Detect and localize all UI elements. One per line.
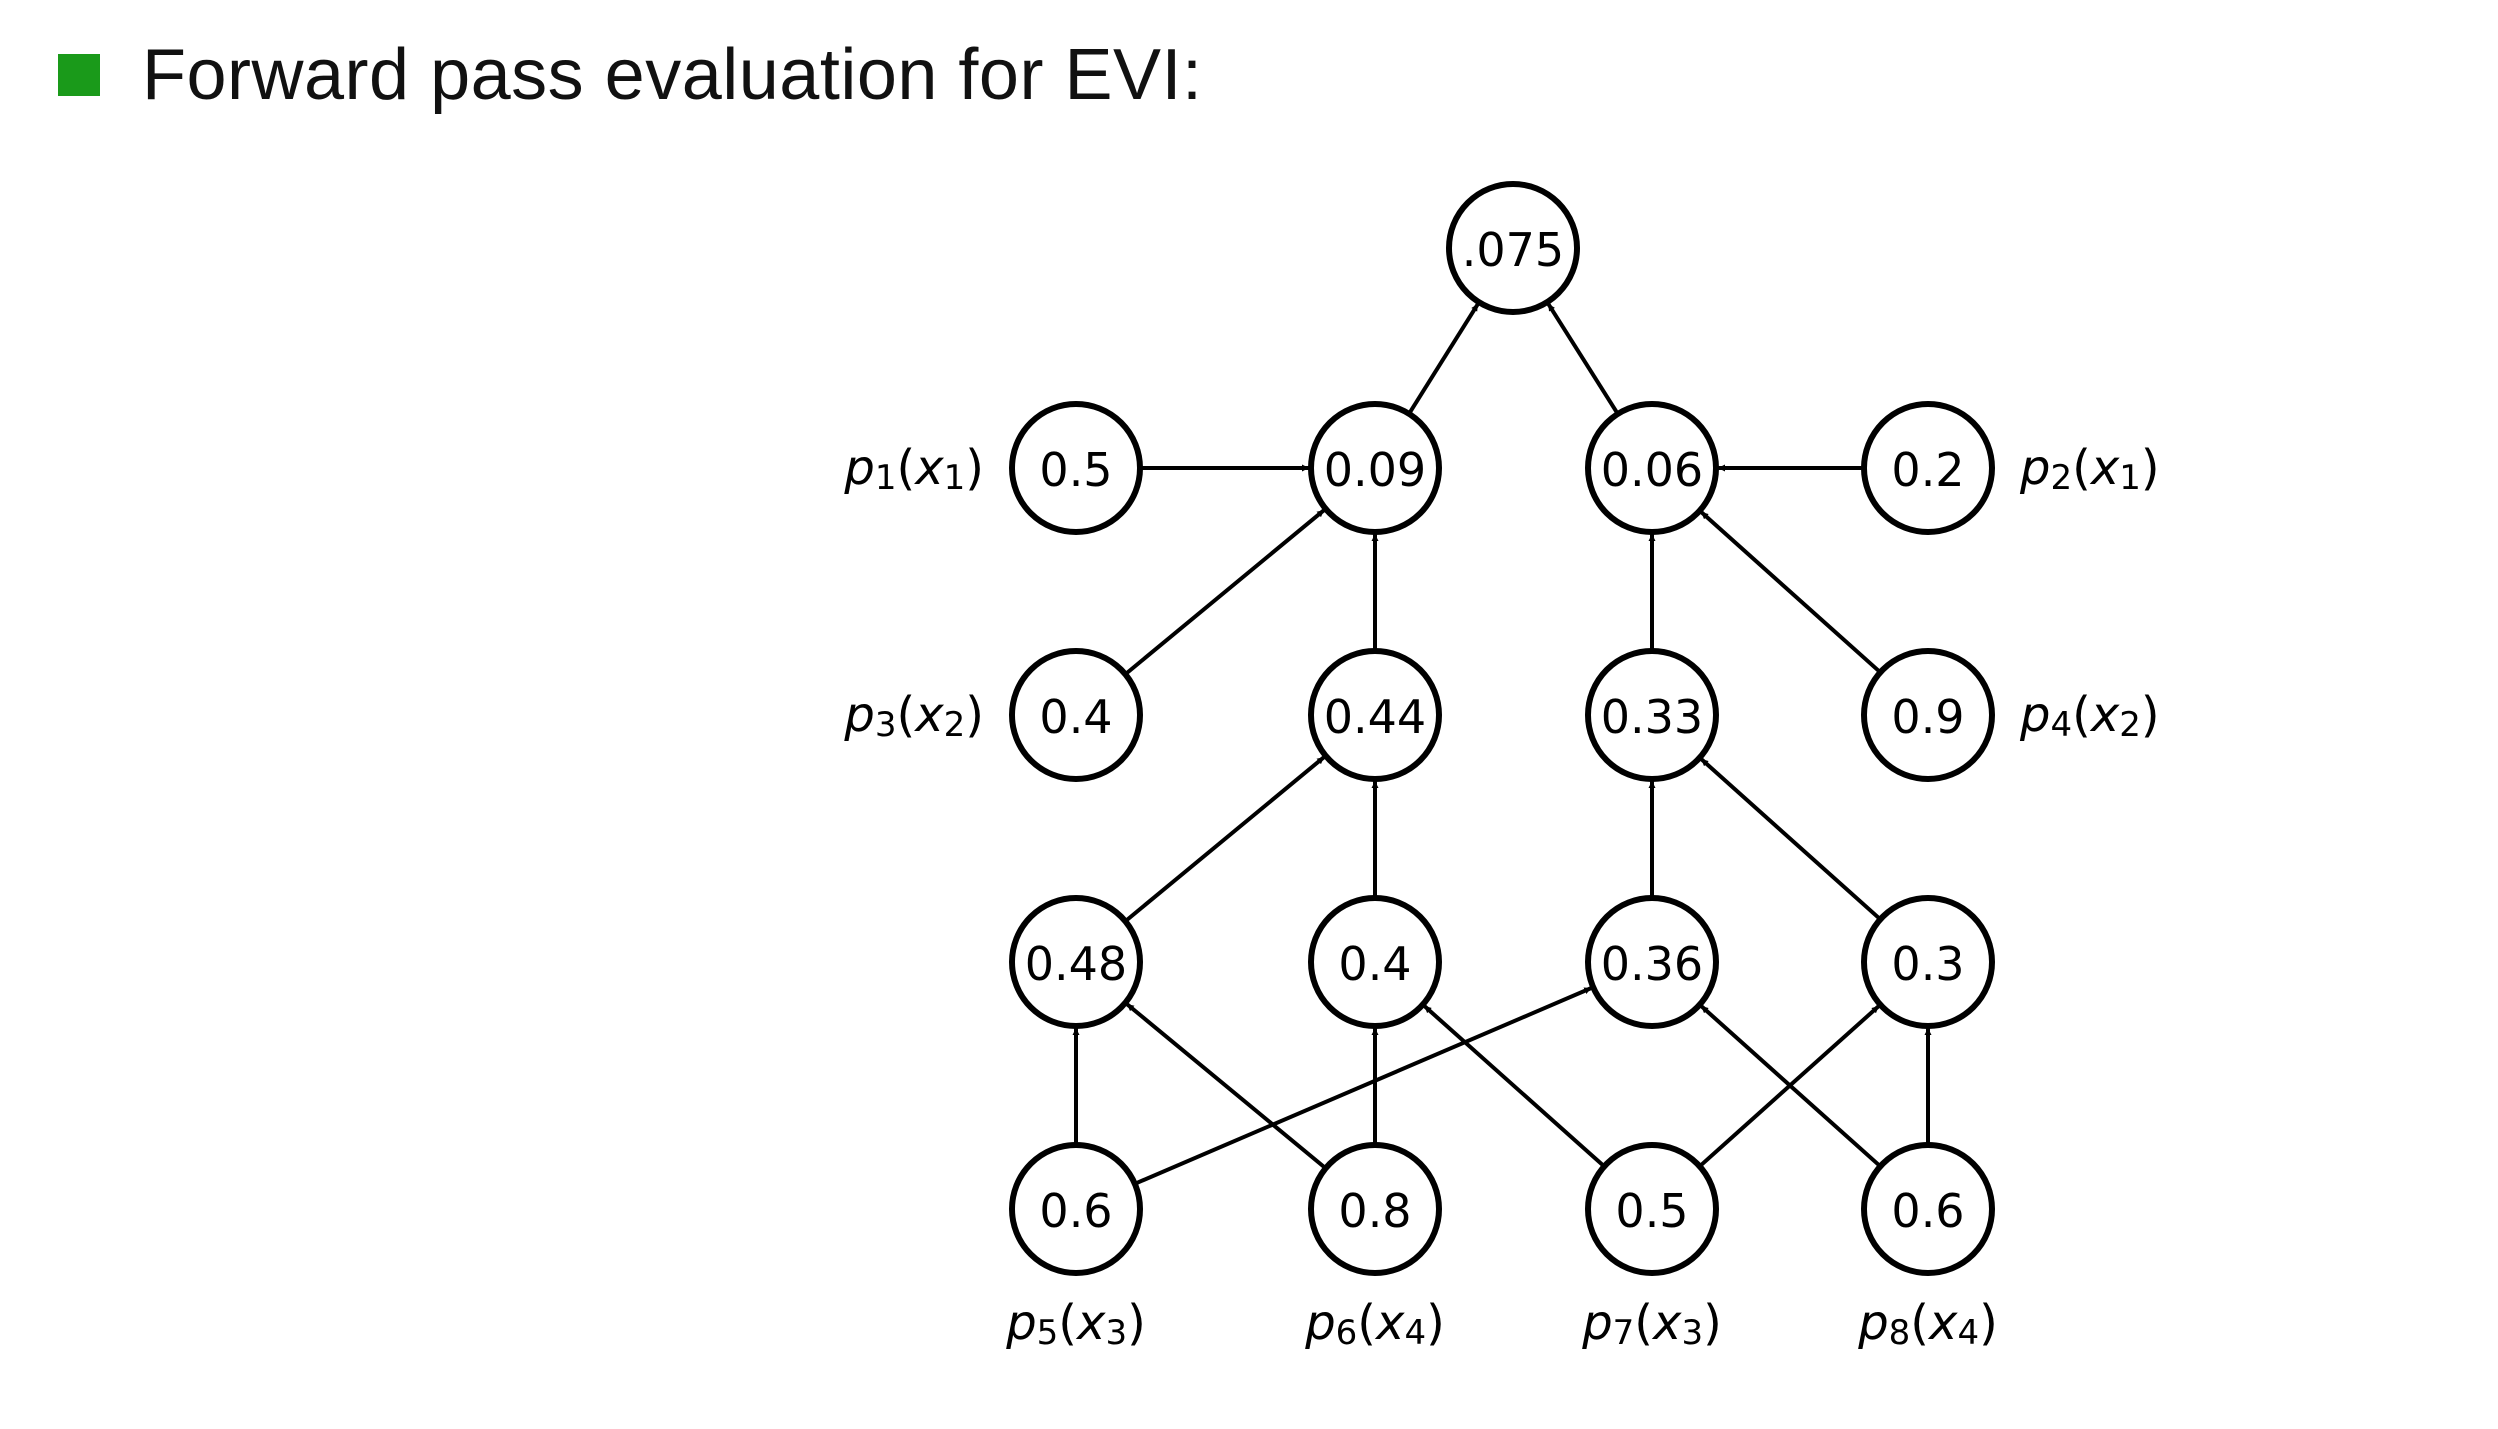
edge-prod-d-to-sum-right (1699, 757, 1882, 921)
edge-prod-left-to-root (1407, 302, 1480, 415)
node-value: 0.06 (1601, 443, 1703, 497)
node-prod-c: 0.36 (1585, 895, 1719, 1029)
node-circle (1585, 1142, 1719, 1276)
node-circle (1446, 181, 1580, 315)
node-value: 0.48 (1025, 937, 1127, 991)
edge-p7-to-prod-b (1422, 1004, 1606, 1168)
leaf-label-p8: p8(x4) (1857, 1295, 1998, 1353)
node-circle (1009, 895, 1143, 1029)
edge-p7-to-prod-d (1698, 1004, 1881, 1168)
edge-p4-to-prod-right (1699, 510, 1882, 674)
leaf-label-p7: p7(x3) (1581, 1295, 1722, 1353)
node-p7: 0.5 (1585, 1142, 1719, 1276)
node-prod-d: 0.3 (1861, 895, 1995, 1029)
leaf-label-p3: p3(x2) (843, 687, 984, 745)
node-value: 0.3 (1891, 937, 1964, 991)
leaf-label-p2: p2(x1) (2019, 440, 2160, 498)
edges (1072, 302, 1932, 1186)
node-circle (1861, 1142, 1995, 1276)
node-sum-left: 0.44 (1308, 648, 1442, 782)
node-value: 0.4 (1039, 690, 1112, 744)
leaf-label-p6: p6(x4) (1304, 1295, 1445, 1353)
node-circle (1308, 401, 1442, 535)
node-value: 0.9 (1891, 690, 1964, 744)
node-value: 0.44 (1324, 690, 1426, 744)
node-p8: 0.6 (1861, 1142, 1995, 1276)
node-prod-b: 0.4 (1308, 895, 1442, 1029)
edge-p3-to-prod-left (1124, 508, 1326, 676)
leaf-labels: p1(x1) p2(x1) p3(x2) p4(x2) p5(x3) p6(x4) p7(x… (843, 440, 2159, 1353)
node-value: 0.2 (1891, 443, 1964, 497)
node-value: 0.6 (1039, 1184, 1112, 1238)
edge-prod-right-to-root (1546, 302, 1620, 415)
edge-p5-to-prod-c (1134, 986, 1593, 1186)
node-p2: 0.2 (1861, 401, 1995, 535)
node-value: 0.5 (1615, 1184, 1688, 1238)
slide-header: Forward pass evaluation for EVI: (58, 30, 1203, 120)
leaf-label-p1: p1(x1) (843, 440, 984, 498)
edge-prod-a-to-sum-left (1124, 755, 1326, 923)
leaf-label-p5: p5(x3) (1005, 1295, 1146, 1353)
node-circle (1009, 1142, 1143, 1276)
node-circle (1861, 895, 1995, 1029)
node-circle (1585, 401, 1719, 535)
leaf-label-p4: p4(x2) (2019, 687, 2160, 745)
node-p1: 0.5 (1009, 401, 1143, 535)
node-value: 0.09 (1324, 443, 1426, 497)
node-circle (1861, 401, 1995, 535)
edge-p6-to-prod-a (1125, 1002, 1327, 1170)
node-p5: 0.6 (1009, 1142, 1143, 1276)
node-circle (1009, 401, 1143, 535)
bullet-square (58, 54, 100, 96)
node-p6: 0.8 (1308, 1142, 1442, 1276)
node-circle (1308, 648, 1442, 782)
node-value: 0.33 (1601, 690, 1703, 744)
node-p3: 0.4 (1009, 648, 1143, 782)
node-circle (1585, 895, 1719, 1029)
node-circle (1308, 895, 1442, 1029)
node-prod-left: 0.09 (1308, 401, 1442, 535)
node-value: 0.36 (1601, 937, 1703, 991)
node-circle (1308, 1142, 1442, 1276)
node-p4: 0.9 (1861, 648, 1995, 782)
node-value: 0.5 (1039, 443, 1112, 497)
node-prod-right: 0.06 (1585, 401, 1719, 535)
node-value: 0.4 (1338, 937, 1411, 991)
node-circle (1009, 648, 1143, 782)
node-value: 0.8 (1338, 1184, 1411, 1238)
node-value: .075 (1462, 223, 1564, 277)
nodes: .075 0.5 0.09 0.06 0.2 0.4 0.44 0.33 0.9 0.48 0.4 0… (1009, 181, 1995, 1276)
node-root: .075 (1446, 181, 1580, 315)
node-prod-a: 0.48 (1009, 895, 1143, 1029)
node-circle (1585, 648, 1719, 782)
node-value: 0.6 (1891, 1184, 1964, 1238)
node-sum-right: 0.33 (1585, 648, 1719, 782)
node-circle (1861, 648, 1995, 782)
slide-title: Forward pass evaluation for EVI: (142, 35, 1203, 115)
